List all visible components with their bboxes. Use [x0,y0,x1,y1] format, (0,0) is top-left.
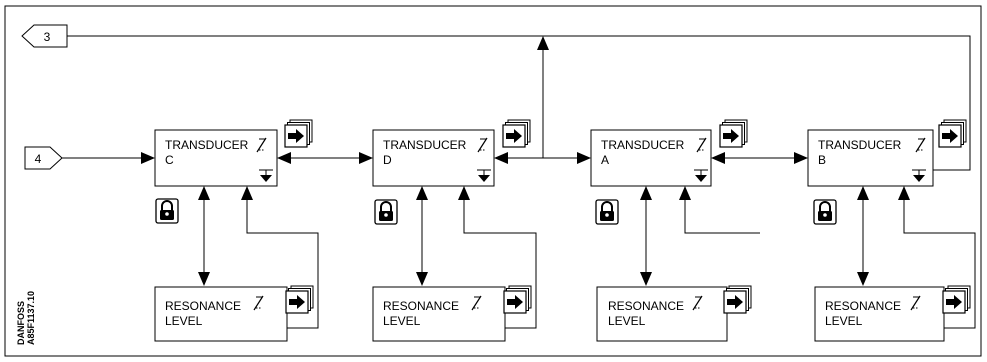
transducer-title: TRANSDUCER [601,138,685,152]
transducer-block-d: TRANSDUCER D RESONANCE LEVEL [372,119,537,342]
resonance-level-label: LEVEL [383,314,421,328]
transducer-block-b: TRANSDUCER B RESONANCE LEVEL [807,119,976,342]
resonance-box [596,286,728,342]
arrow-in-page-stack-icon[interactable] [938,119,967,148]
resonance-level-label: LEVEL [825,314,863,328]
transducer-box [154,129,278,187]
padlock-icon [813,199,837,225]
padlock-icon [595,199,619,225]
resonance-box [814,286,945,342]
connector-in: 4 [24,146,63,170]
resonance-label: RESONANCE [165,299,241,313]
resonance-label: RESONANCE [383,299,459,313]
transducer-box [372,129,495,187]
transducer-title: TRANSDUCER [165,138,249,152]
transducer-letter: B [818,153,826,167]
resonance-label: RESONANCE [825,299,901,313]
resonance-box [154,286,288,342]
padlock-icon [374,199,398,225]
transducer-title: TRANSDUCER [383,138,467,152]
transducer-letter: A [601,153,609,167]
brand-label: DANFOSS [16,301,26,345]
transducer-box [590,129,712,187]
resonance-level-label: LEVEL [165,314,203,328]
resonance-level-label: LEVEL [608,314,646,328]
arrow-in-page-stack-icon[interactable] [719,119,748,148]
transducer-block-a: TRANSDUCER A RESONANCE LEVEL [590,119,760,342]
resonance-label: RESONANCE [608,299,684,313]
figure-code: A85F1137.10 [26,291,36,345]
transducer-letter: D [383,153,392,167]
arrow-in-page-stack-icon[interactable] [502,119,531,148]
connector-out-label: 3 [44,30,51,44]
arrow-in-page-stack-icon[interactable] [285,285,314,314]
arrow-in-page-stack-icon[interactable] [284,119,313,148]
connector-out: 3 [21,24,68,48]
figure-code-label: DANFOSS A85F1137.10 [16,291,36,345]
arrow-in-page-stack-icon[interactable] [942,285,971,314]
resonance-box [372,286,506,342]
transducer-letter: C [165,153,174,167]
padlock-icon [155,198,179,224]
arrow-in-page-stack-icon[interactable] [503,285,532,314]
transducer-block-c: TRANSDUCER C RESONANCE LEVEL [154,119,319,342]
transducer-title: TRANSDUCER [818,138,902,152]
arrow-in-page-stack-icon[interactable] [723,285,752,314]
connector-in-label: 4 [35,152,42,166]
transducer-box [807,129,934,187]
diagram-frame [4,5,982,357]
return-line [67,35,971,171]
